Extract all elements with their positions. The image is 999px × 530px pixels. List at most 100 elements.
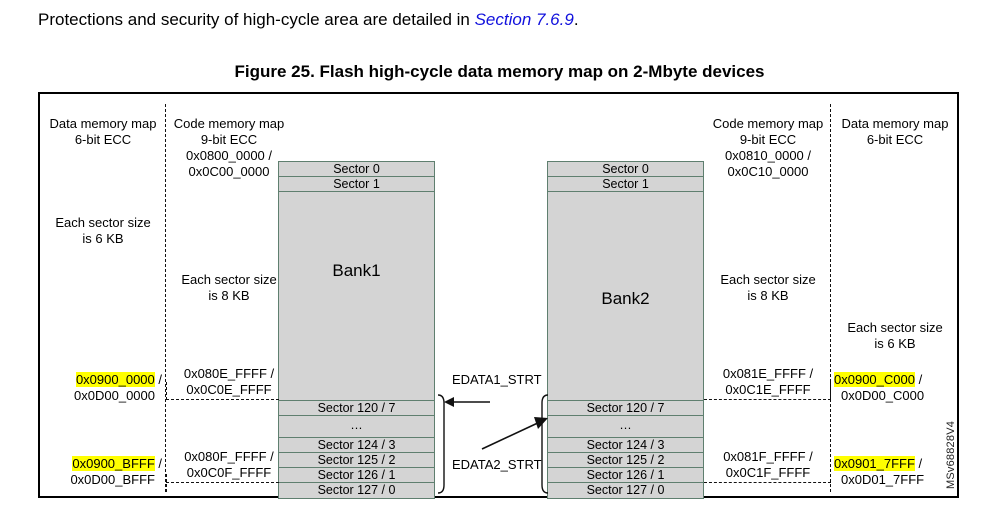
addr-right-data-top: 0x0900_C000 / 0x0D00_C000 bbox=[834, 372, 924, 404]
addr-left-data-top-line1: 0x0900_0000 / bbox=[40, 372, 162, 388]
col-head-right-data: Data memory map 6-bit ECC bbox=[832, 116, 958, 148]
addr-left-data-top: 0x0900_0000 / 0x0D00_0000 bbox=[40, 372, 162, 404]
bank2-sector-top-0: Sector 0 bbox=[548, 162, 703, 177]
leader-left-bottom-tick bbox=[166, 474, 167, 492]
bank1-sector-bottom-2: Sector 124 / 3 bbox=[279, 438, 434, 453]
section-link[interactable]: Section 7.6.9 bbox=[474, 10, 574, 29]
addr-right-code-bottom-line1: 0x081F_FFFF / bbox=[723, 449, 813, 464]
addr-left-data-top-line2: 0x0D00_0000 bbox=[74, 388, 155, 403]
addr-left-code-bottom: 0x080F_FFFF / 0x0C0F_FFFF bbox=[170, 449, 288, 481]
note-left-data-sector-size: Each sector size is 6 KB bbox=[42, 215, 164, 247]
addr-right-data-bottom: 0x0901_7FFF / 0x0D01_7FFF bbox=[834, 456, 924, 488]
leader-right-bottom bbox=[704, 482, 831, 483]
addr-right-data-top-tail: / bbox=[914, 372, 923, 387]
right-code-title-1: Code memory map bbox=[712, 116, 824, 131]
left-code-title-2: 9-bit ECC bbox=[200, 132, 258, 147]
note-right-code-line1: Each sector size bbox=[720, 272, 816, 287]
bank2-sector-bottom-4: Sector 126 / 1 bbox=[548, 468, 703, 483]
figure-caption: Figure 25. Flash high-cycle data memory … bbox=[234, 62, 765, 81]
addr-right-code-top: 0x081E_FFFF / 0x0C1E_FFFF bbox=[708, 366, 828, 398]
right-code-addr-2: 0x0C10_0000 bbox=[727, 164, 809, 179]
bank1-sector-bottom-4: Sector 126 / 1 bbox=[279, 468, 434, 483]
edata-connectors bbox=[437, 394, 548, 494]
note-left-code-line2: is 8 KB bbox=[208, 288, 250, 303]
addr-right-data-top-hl: 0x0900_C000 bbox=[834, 372, 915, 387]
figure-frame: Data memory map 6-bit ECC Code memory ma… bbox=[38, 92, 959, 499]
divider-right-code-data bbox=[830, 104, 831, 492]
col-head-left-data: Data memory map 6-bit ECC bbox=[42, 116, 164, 148]
note-left-data-line1: Each sector size bbox=[55, 215, 151, 230]
intro-text-before: Protections and security of high-cycle a… bbox=[38, 10, 475, 29]
bank1-sector-bottom-1: … bbox=[279, 416, 434, 438]
addr-right-data-top-line1: 0x0900_C000 / bbox=[834, 372, 924, 388]
bank2-sector-bottom-1: … bbox=[548, 416, 703, 438]
leader-right-top-tick bbox=[830, 382, 831, 400]
bank2-label: Bank2 bbox=[601, 289, 650, 308]
intro-text-after: . bbox=[573, 10, 579, 29]
leader-right-bottom-tick bbox=[830, 474, 831, 492]
right-data-title-2: 6-bit ECC bbox=[866, 132, 924, 147]
edata1-label: EDATA1_STRT bbox=[452, 372, 542, 387]
bank2-bracket-group bbox=[541, 394, 549, 494]
addr-left-code-top: 0x080E_FFFF / 0x0C0E_FFFF bbox=[170, 366, 288, 398]
bank2-sector-top-1: Sector 1 bbox=[548, 177, 703, 192]
addr-left-code-top-line2: 0x0C0E_FFFF bbox=[186, 382, 272, 397]
addr-right-code-bottom: 0x081F_FFFF / 0x0C1F_FFFF bbox=[708, 449, 828, 481]
left-data-title-2: 6-bit ECC bbox=[74, 132, 132, 147]
addr-right-data-top-line2: 0x0D00_C000 bbox=[841, 388, 925, 403]
col-head-right-code: Code memory map 9-bit ECC 0x0810_0000 / … bbox=[706, 116, 830, 180]
addr-left-data-top-tail: / bbox=[154, 372, 162, 387]
note-right-data-line2: is 6 KB bbox=[874, 336, 916, 351]
note-right-code-line2: is 8 KB bbox=[747, 288, 789, 303]
addr-left-code-top-line1: 0x080E_FFFF / bbox=[183, 366, 275, 381]
addr-left-data-bottom-hl: 0x0900_BFFF bbox=[72, 456, 155, 471]
bank1-sector-top-0: Sector 0 bbox=[279, 162, 434, 177]
addr-right-data-bottom-hl: 0x0901_7FFF bbox=[834, 456, 915, 471]
figure-watermark: MSv68828V4 bbox=[945, 420, 957, 489]
note-right-code-sector-size: Each sector size is 8 KB bbox=[706, 272, 830, 304]
right-data-title-1: Data memory map bbox=[841, 116, 949, 131]
edata1-arrowhead bbox=[444, 397, 454, 407]
leader-left-bottom bbox=[166, 482, 279, 483]
right-code-title-2: 9-bit ECC bbox=[739, 132, 797, 147]
bank1-label: Bank1 bbox=[332, 261, 381, 280]
addr-left-data-top-hl: 0x0900_0000 bbox=[75, 372, 155, 387]
leader-right-top bbox=[704, 399, 831, 400]
addr-right-data-bottom-tail: / bbox=[914, 456, 923, 471]
bank2-sector-bottom-3: Sector 125 / 2 bbox=[548, 453, 703, 468]
edata2-label: EDATA2_STRT bbox=[452, 457, 542, 472]
addr-left-data-bottom: 0x0900_BFFF / 0x0D00_BFFF bbox=[40, 456, 162, 488]
bank1-sector-bottom-5: Sector 127 / 0 bbox=[279, 483, 434, 498]
bank1-sector-bottom-0: Sector 120 / 7 bbox=[279, 400, 434, 416]
addr-left-data-bottom-line1: 0x0900_BFFF / bbox=[40, 456, 162, 472]
addr-left-data-bottom-tail: / bbox=[154, 456, 162, 471]
bank1-sector-top-1: Sector 1 bbox=[279, 177, 434, 192]
note-right-data-line1: Each sector size bbox=[847, 320, 943, 335]
bank2-sector-bottom-2: Sector 124 / 3 bbox=[548, 438, 703, 453]
left-code-addr-2: 0x0C00_0000 bbox=[188, 164, 270, 179]
addr-right-data-bottom-line1: 0x0901_7FFF / bbox=[834, 456, 924, 472]
intro-paragraph: Protections and security of high-cycle a… bbox=[38, 9, 579, 31]
left-code-title-1: Code memory map bbox=[173, 116, 285, 131]
addr-right-code-top-line1: 0x081E_FFFF / bbox=[722, 366, 814, 381]
bank2-sector-bottom-5: Sector 127 / 0 bbox=[548, 483, 703, 498]
addr-right-code-top-line2: 0x0C1E_FFFF bbox=[725, 382, 811, 397]
bank2-sector-bottom-0: Sector 120 / 7 bbox=[548, 400, 703, 416]
left-code-addr-1: 0x0800_0000 / bbox=[185, 148, 273, 163]
bank1-box: Sector 0 Sector 1 Bank1 Sector 120 / 7 …… bbox=[278, 161, 435, 499]
bank2-box: Sector 0 Sector 1 Bank2 Sector 120 / 7 …… bbox=[547, 161, 704, 499]
leader-left-top-tick bbox=[166, 382, 167, 400]
note-left-code-sector-size: Each sector size is 8 KB bbox=[168, 272, 290, 304]
edata2-arrowhead bbox=[534, 417, 548, 429]
right-code-addr-1: 0x0810_0000 / bbox=[724, 148, 812, 163]
note-left-code-line1: Each sector size bbox=[181, 272, 277, 287]
addr-left-code-bottom-line2: 0x0C0F_FFFF bbox=[186, 465, 272, 480]
left-data-title-1: Data memory map bbox=[49, 116, 157, 131]
addr-right-data-bottom-line2: 0x0D01_7FFF bbox=[841, 472, 925, 487]
addr-left-code-bottom-line1: 0x080F_FFFF / bbox=[184, 449, 274, 464]
note-left-data-line2: is 6 KB bbox=[82, 231, 124, 246]
bank1-sector-bottom-3: Sector 125 / 2 bbox=[279, 453, 434, 468]
bank2-bracket bbox=[541, 394, 549, 494]
note-right-data-sector-size: Each sector size is 6 KB bbox=[832, 320, 958, 352]
edata2-arrow-line bbox=[481, 420, 543, 450]
